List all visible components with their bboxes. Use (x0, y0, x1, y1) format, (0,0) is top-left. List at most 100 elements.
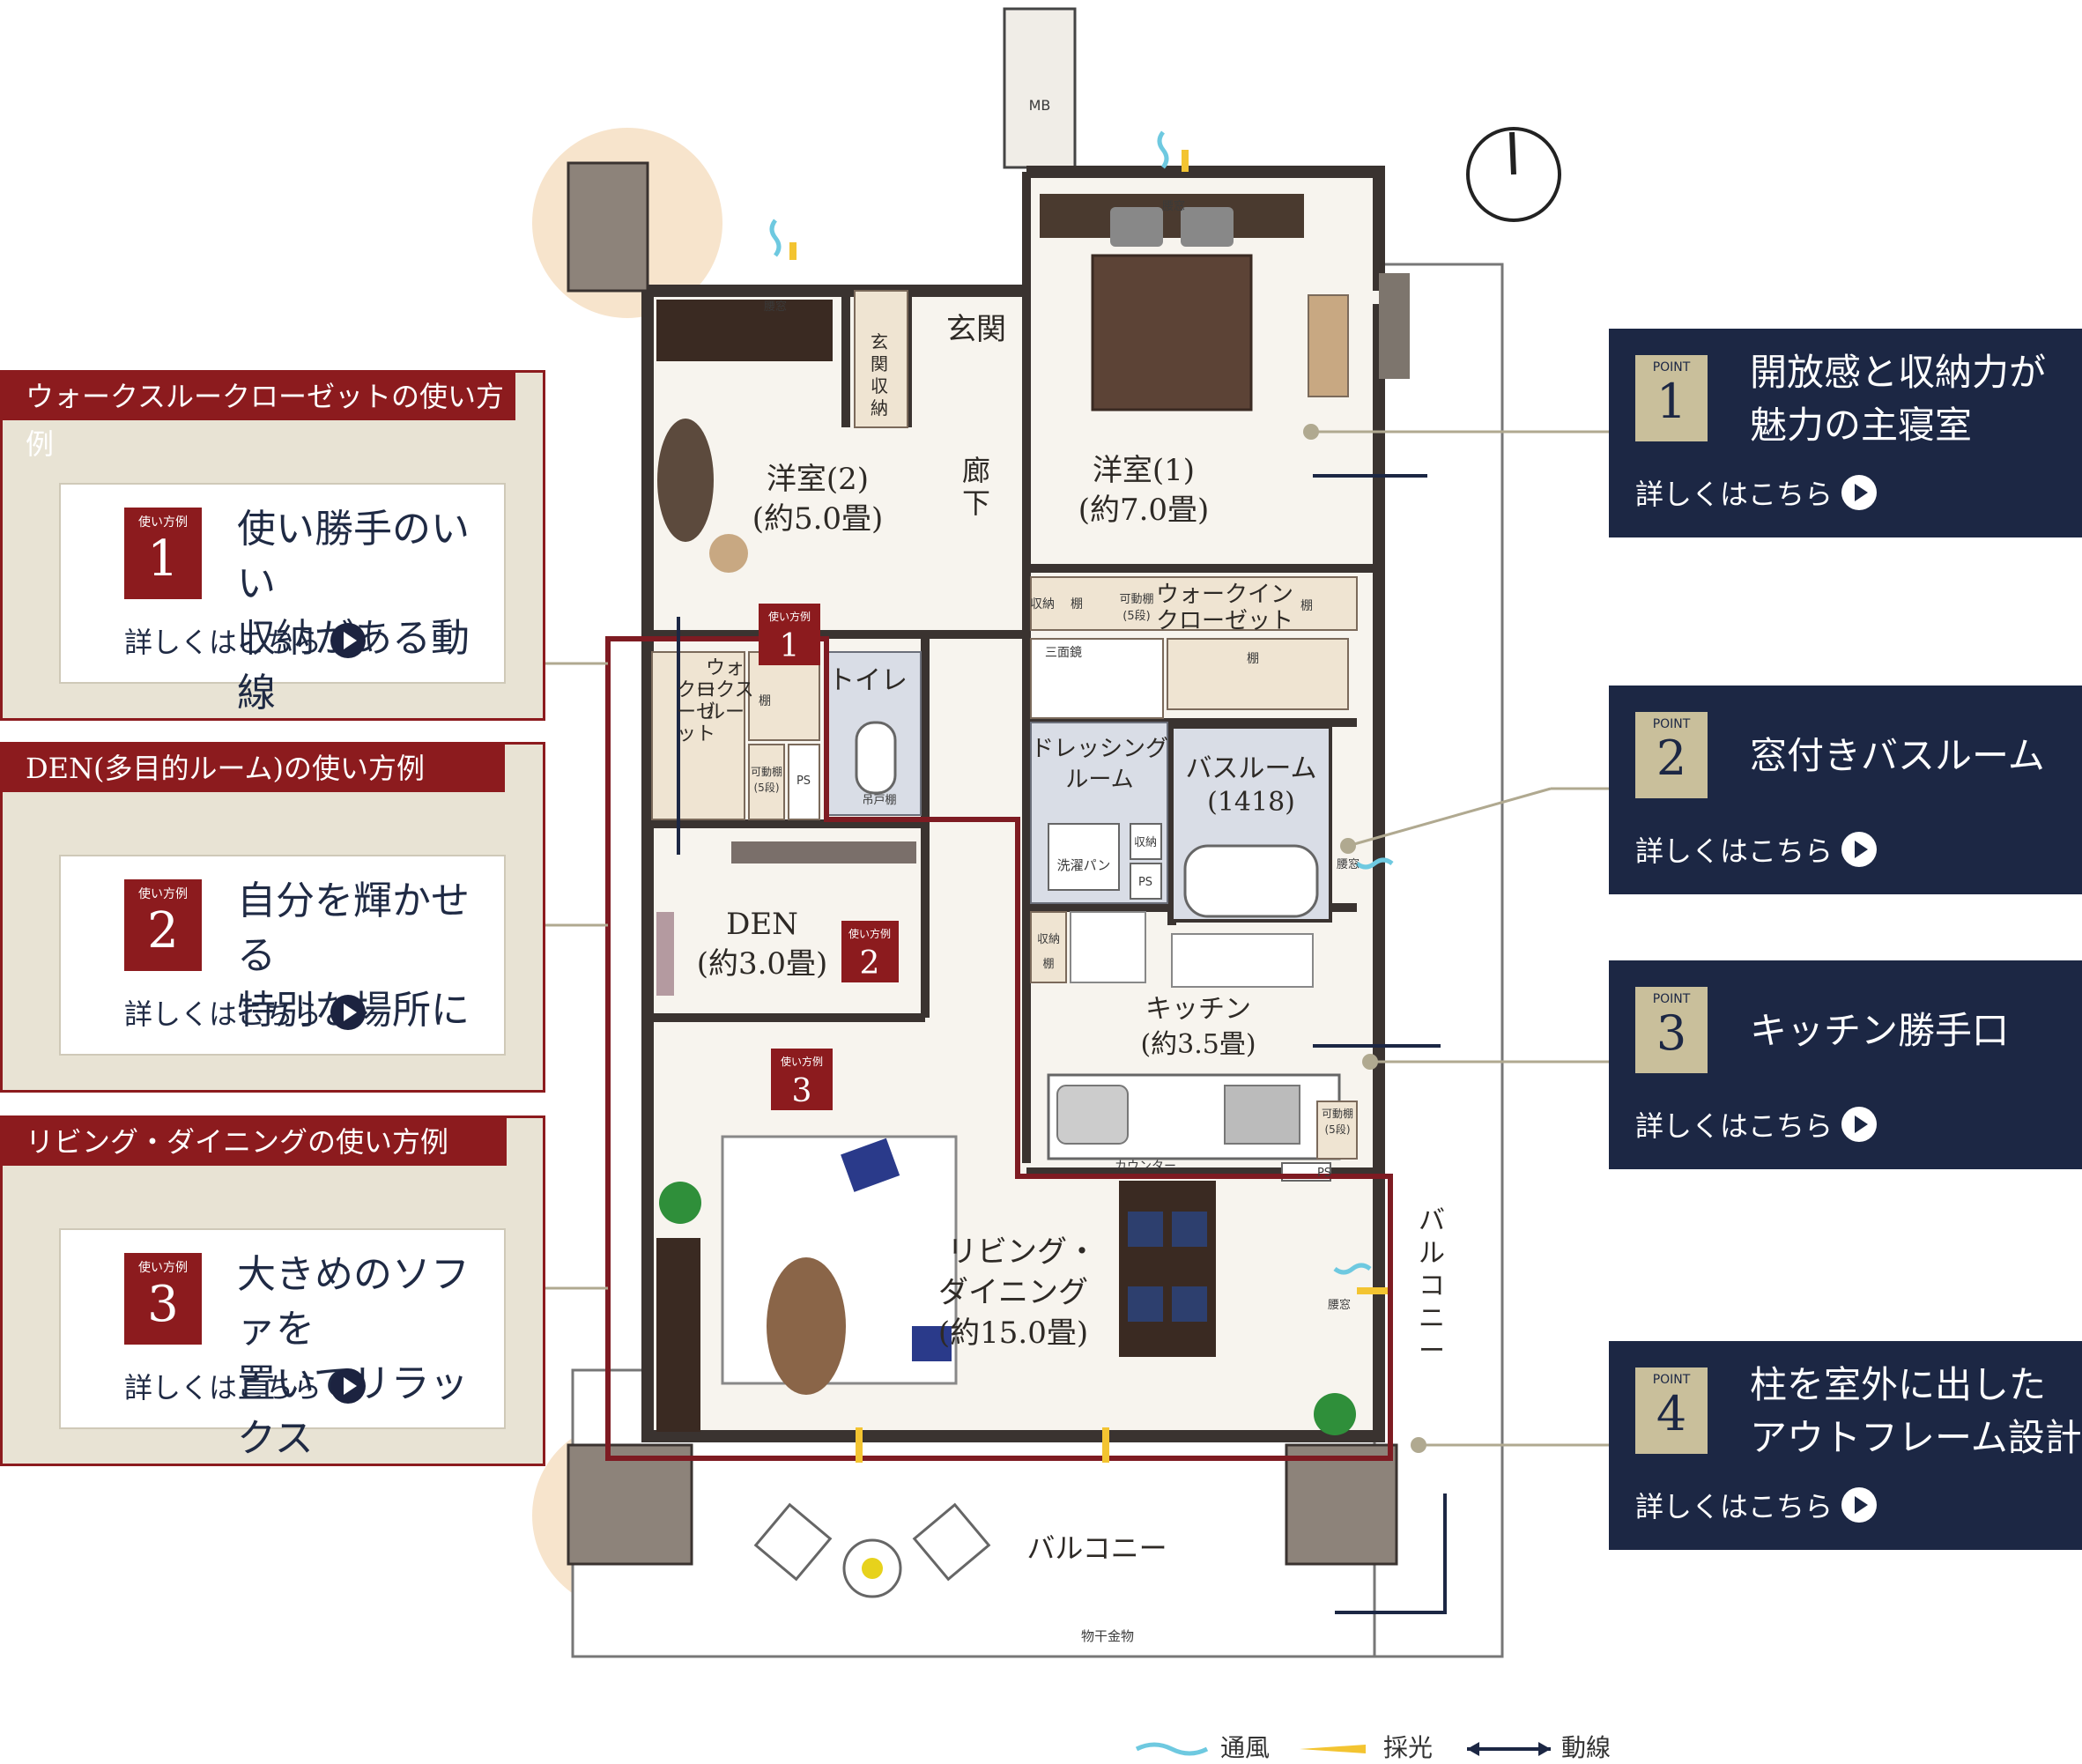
point-badge-number: 1 (1656, 374, 1687, 429)
bathtub (1183, 844, 1319, 918)
route-marker-number: 1 (780, 628, 800, 664)
side-table (709, 534, 748, 573)
room-label-western2: 洋室(2) (767, 462, 869, 497)
washer-pan (1048, 823, 1120, 891)
usage-title: 大きめのソファを 置いてリラックス (237, 1248, 504, 1466)
balcony-chair (912, 1502, 991, 1582)
label-balcony-side: バ (1419, 1205, 1445, 1236)
label-balcony-side: ル (1419, 1238, 1445, 1269)
usage-badge: 使い方例 2 (124, 879, 202, 971)
point-card-4[interactable]: POINT 4 柱を室外に出した アウトフレーム設計 詳しくはこちら (1609, 1341, 2082, 1550)
headboard (1040, 194, 1304, 238)
point-more-link[interactable]: 詳しくはこちら (1635, 1485, 1878, 1525)
point-badge-number: 3 (1656, 1005, 1687, 1061)
room-label-walk-in: クローゼット (1156, 608, 1293, 634)
label-drying-rod: 物干金物 (1081, 1628, 1134, 1644)
point-badge-tag: POINT (1652, 1373, 1691, 1387)
desk (656, 300, 833, 361)
usage-more-text: 詳しくはこちら (124, 997, 322, 1031)
point-title: 窓付きバスルーム (1750, 730, 2045, 782)
usage-more-link[interactable]: 詳しくはこちら (124, 620, 367, 661)
usage-badge: 使い方例 1 (124, 508, 202, 599)
label-movable-shelf: 可動棚 (1322, 1107, 1353, 1120)
usage-badge-number: 1 (147, 530, 179, 588)
usage-card-body: 使い方例 2 自分を輝かせる 特別な場所に 詳しくはこちら (59, 855, 506, 1056)
usage-card-header: DEN(多目的ルーム)の使い方例 (3, 745, 505, 792)
ps-shaft (1130, 863, 1162, 900)
room-label-walk-through: ウォ (706, 657, 745, 679)
usage-title: 使い勝手のいい 収納がある動線 (237, 502, 504, 721)
point-badge: POINT 1 (1635, 355, 1708, 441)
bedroom-desk (1308, 294, 1349, 397)
usage-badge-number: 3 (147, 1276, 179, 1333)
label-storage: 収納 (1037, 933, 1060, 946)
route-marker-3[interactable] (771, 1049, 833, 1110)
point-card-3[interactable]: POINT 3 キッチン勝手口 詳しくはこちら (1609, 960, 2082, 1169)
column (1285, 1443, 1398, 1566)
wind-legend-icon (1135, 1742, 1209, 1756)
play-arrow-icon (1841, 475, 1878, 510)
beanbag (657, 419, 714, 542)
play-arrow-icon (1841, 1487, 1878, 1523)
usage-card-1[interactable]: ウォークスルークローゼットの使い方例 使い方例 1 使い勝手のいい 収納がある動… (0, 370, 545, 721)
route-outline (605, 636, 1393, 1461)
usage-card-2[interactable]: DEN(多目的ルーム)の使い方例 使い方例 2 自分を輝かせる 特別な場所に 詳… (0, 742, 545, 1093)
room-label-den: DEN (726, 907, 798, 942)
label-storage: 収納 (1030, 597, 1055, 611)
room-label-hallway: 廊 (962, 454, 990, 487)
route-marker-1[interactable] (759, 604, 820, 665)
point-card-1[interactable]: POINT 1 開放感と収納力が 魅力の主寝室 詳しくはこちら (1609, 329, 2082, 537)
label-movable-shelf: 可動棚 (751, 765, 782, 778)
fridge-space (1070, 911, 1146, 983)
point-more-link[interactable]: 詳しくはこちら (1635, 472, 1878, 513)
route-marker-2[interactable] (841, 921, 899, 982)
route-marker-number: 3 (792, 1073, 812, 1109)
connector-dot (1340, 838, 1356, 854)
label-shelf: 棚 (1247, 652, 1259, 666)
column (567, 1443, 693, 1566)
route-marker-tag: 使い方例 (848, 927, 891, 940)
point-title-line1: 開放感と収納力が (1750, 351, 2047, 394)
point-badge-tag: POINT (1652, 717, 1691, 731)
play-arrow-icon (330, 623, 367, 658)
point-title-line2: 魅力の主寝室 (1750, 404, 1973, 447)
cushion (841, 1138, 900, 1192)
label-waist-window: 腰窓 (1337, 857, 1360, 871)
dressing-mirror-counter (1030, 638, 1164, 719)
room-size-living: (約15.0畳) (938, 1316, 1088, 1351)
room-label-living: ダイニング (938, 1275, 1088, 1310)
room-label-walk-through: クロ (677, 679, 715, 701)
pillow (1181, 207, 1234, 247)
play-arrow-icon (330, 995, 367, 1030)
usage-badge: 使い方例 3 (124, 1253, 202, 1345)
usage-more-link[interactable]: 詳しくはこちら (124, 1366, 367, 1406)
point-badge-number: 4 (1656, 1386, 1687, 1442)
route-marker-tag: 使い方例 (768, 610, 811, 623)
room-label-walk-through: ークス (696, 679, 753, 701)
point-title: キッチン勝手口 (1750, 1004, 2009, 1057)
walk-in-closet (1030, 576, 1358, 631)
point-title-line1: 窓付きバスルーム (1750, 734, 2045, 777)
play-arrow-icon (1841, 1107, 1878, 1142)
usage-card-body: 使い方例 1 使い勝手のいい 収納がある動線 詳しくはこちら (59, 483, 506, 715)
point-title-line2: アウトフレーム設計 (1750, 1416, 2082, 1459)
room-label-living: リビング・ (947, 1234, 1097, 1270)
bedroom-wall (1026, 166, 1385, 291)
usage-badge-tag: 使い方例 (138, 515, 188, 530)
usage-more-link[interactable]: 詳しくはこちら (124, 992, 367, 1033)
plant (659, 1182, 701, 1224)
room-label-bathroom: (1418) (1207, 787, 1295, 818)
usage-card-3[interactable]: リビング・ダイニングの使い方例 使い方例 3 大きめのソファを 置いてリラックス… (0, 1115, 545, 1466)
point-more-link[interactable]: 詳しくはこちら (1635, 1104, 1878, 1145)
usage-title-line1: 大きめのソファを (237, 1252, 470, 1352)
point-more-link[interactable]: 詳しくはこちら (1635, 829, 1878, 870)
balcony-chair (753, 1502, 833, 1582)
point-title: 開放感と収納力が 魅力の主寝室 (1750, 346, 2046, 452)
point-card-2[interactable]: POINT 2 窓付きバスルーム 詳しくはこちら (1609, 686, 2082, 894)
mb-shaft (1003, 7, 1077, 169)
dining-chair (1128, 1212, 1163, 1247)
drawer-chest (656, 912, 674, 996)
kitchen-sink (1056, 1085, 1129, 1145)
room-label-toilet: トイレ (828, 665, 908, 696)
tv-board (656, 1238, 700, 1432)
